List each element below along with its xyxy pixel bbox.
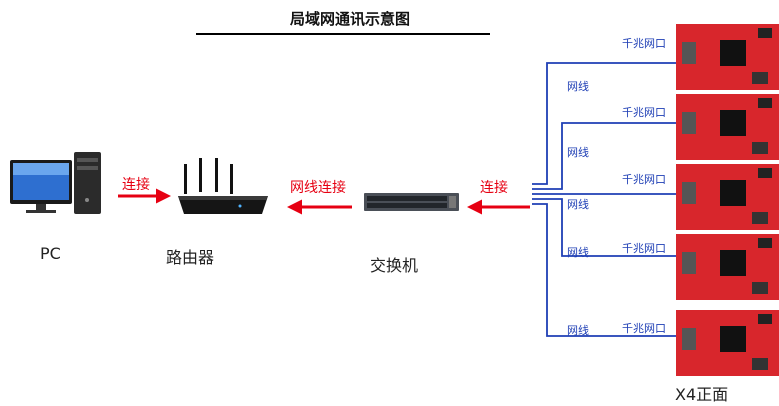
- switch-icon: [364, 193, 459, 211]
- cards-caption: X4正面: [675, 385, 729, 404]
- port-label-4: 千兆网口: [622, 242, 666, 255]
- card-4: [676, 234, 779, 300]
- card-3: [676, 164, 779, 230]
- port-label-3: 千兆网口: [622, 173, 666, 186]
- port-label-2: 千兆网口: [622, 106, 666, 119]
- link-label-switch-cards: 连接: [480, 180, 508, 196]
- pc-label: PC: [40, 244, 61, 263]
- router-label: 路由器: [166, 248, 215, 267]
- cable-label-4: 网线: [567, 246, 589, 259]
- pc-icon: [10, 152, 101, 214]
- cable-label-3: 网线: [567, 198, 589, 211]
- controller-cards: [676, 24, 779, 376]
- cable-label-1: 网线: [567, 80, 589, 93]
- diagram-title: 局域网通讯示意图: [289, 10, 410, 28]
- card-1: [676, 24, 779, 90]
- title-underline: [196, 33, 490, 35]
- link-label-pc-router: 连接: [122, 177, 150, 193]
- card-2: [676, 94, 779, 160]
- cable-label-2: 网线: [567, 146, 589, 159]
- cable-label-5: 网线: [567, 324, 589, 337]
- link-label-router-switch: 网线连接: [290, 180, 346, 196]
- cable-bundle: [532, 62, 680, 337]
- router-icon: [178, 158, 268, 214]
- switch-label: 交换机: [370, 256, 419, 275]
- port-label-1: 千兆网口: [622, 37, 666, 50]
- card-5: [676, 310, 779, 376]
- port-label-5: 千兆网口: [622, 322, 666, 335]
